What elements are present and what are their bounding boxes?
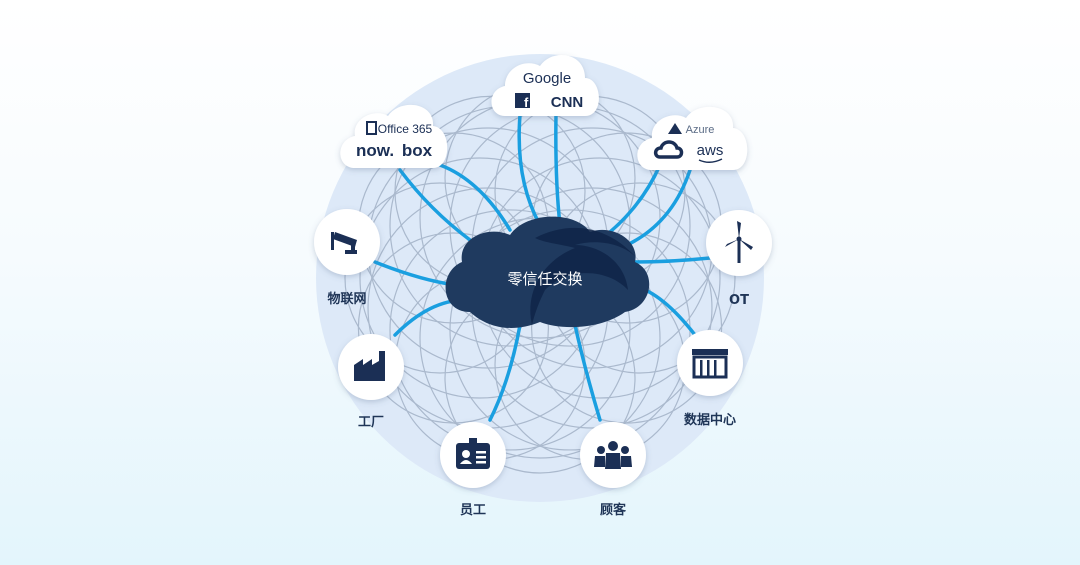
node-ot[interactable]: OT <box>706 210 772 308</box>
id-badge-icon <box>456 438 490 469</box>
facebook-letter: f <box>524 95 529 110</box>
center-label: 零信任交换 <box>507 270 582 288</box>
office-icon <box>366 121 377 135</box>
facebook-icon <box>515 93 530 108</box>
factory-icon <box>354 351 385 381</box>
camera-icon <box>331 232 357 254</box>
node-factory[interactable]: 工厂 <box>338 334 404 430</box>
node-label: 数据中心 <box>684 412 736 428</box>
office365-logo: Office 365 <box>378 122 433 136</box>
node-datacenter[interactable]: 数据中心 <box>677 330 743 428</box>
cloud-iaas[interactable] <box>637 106 748 170</box>
node-customer[interactable]: 顾客 <box>580 422 646 518</box>
azure-logo: Azure <box>686 124 715 136</box>
node-label: 工厂 <box>358 415 384 430</box>
datacenter-icon <box>692 349 728 379</box>
node-label: 物联网 <box>327 291 366 307</box>
zero-trust-exchange-cloud[interactable]: 零信任交换 <box>445 216 650 328</box>
node-iot[interactable]: 物联网 <box>314 209 380 307</box>
cloud-saas[interactable] <box>340 104 448 168</box>
cnn-logo: CNN <box>551 94 584 111</box>
box-logo: box <box>402 141 433 160</box>
google-cloud-icon <box>653 140 684 159</box>
aws-logo: aws <box>697 142 724 159</box>
azure-icon <box>668 123 682 134</box>
node-circle <box>677 330 743 396</box>
servicenow-logo: now. <box>356 141 394 160</box>
node-label: 员工 <box>460 503 486 518</box>
node-employee[interactable]: 员工 <box>440 422 506 518</box>
node-label: 顾客 <box>600 502 627 518</box>
google-logo: Google <box>523 70 571 87</box>
node-label: OT <box>729 293 749 308</box>
wind-turbine-icon <box>725 221 753 263</box>
people-icon <box>594 441 632 469</box>
